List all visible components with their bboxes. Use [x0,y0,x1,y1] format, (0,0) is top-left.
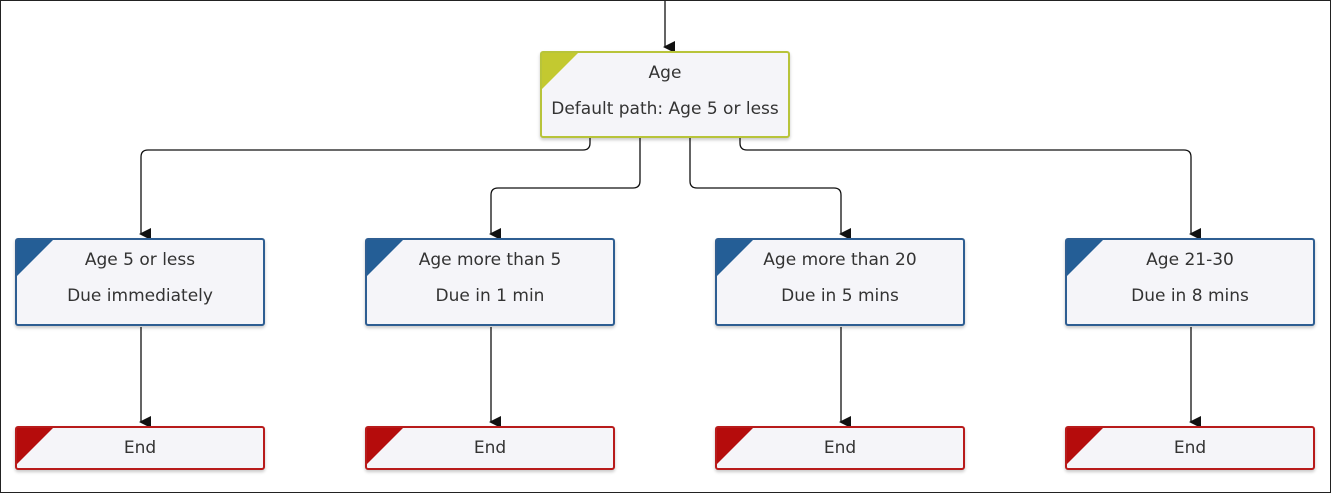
end-label: End [823,438,857,458]
step-corner-marker [717,240,753,276]
end-corner-marker [717,428,753,464]
connector-decision-to-branch-3 [689,138,851,240]
end-corner-marker [1067,428,1103,464]
connector-decision-to-branch-2 [489,138,641,240]
branch-due: Due in 8 mins [1131,286,1249,306]
connector-decision-to-branch-4 [739,138,1201,240]
end-corner-marker [17,428,53,464]
end-label: End [123,438,157,458]
end-node-2[interactable]: End [365,426,615,470]
end-node-3[interactable]: End [715,426,965,470]
decision-title: Age [648,63,682,83]
branch-title: Age 21-30 [1146,250,1234,270]
branch-node-4[interactable]: Age 21-30 Due in 8 mins [1065,238,1315,326]
connector-decision-to-branch-1 [139,138,591,240]
end-label: End [473,438,507,458]
branch-node-1[interactable]: Age 5 or less Due immediately [15,238,265,326]
end-corner-marker [367,428,403,464]
branch-title: Age more than 20 [763,250,917,270]
decision-corner-marker [542,53,578,89]
step-corner-marker [17,240,53,276]
end-node-1[interactable]: End [15,426,265,470]
step-corner-marker [1067,240,1103,276]
branch-due: Due immediately [67,286,213,306]
branch-title: Age 5 or less [84,250,196,270]
decision-node-age[interactable]: Age Default path: Age 5 or less [540,51,790,138]
branch-node-2[interactable]: Age more than 5 Due in 1 min [365,238,615,326]
end-node-4[interactable]: End [1065,426,1315,470]
step-corner-marker [367,240,403,276]
branch-title: Age more than 5 [418,250,562,270]
end-label: End [1173,438,1207,458]
decision-default-path: Default path: Age 5 or less [551,99,779,119]
branch-due: Due in 5 mins [781,286,899,306]
branch-node-3[interactable]: Age more than 20 Due in 5 mins [715,238,965,326]
branch-due: Due in 1 min [435,286,545,306]
